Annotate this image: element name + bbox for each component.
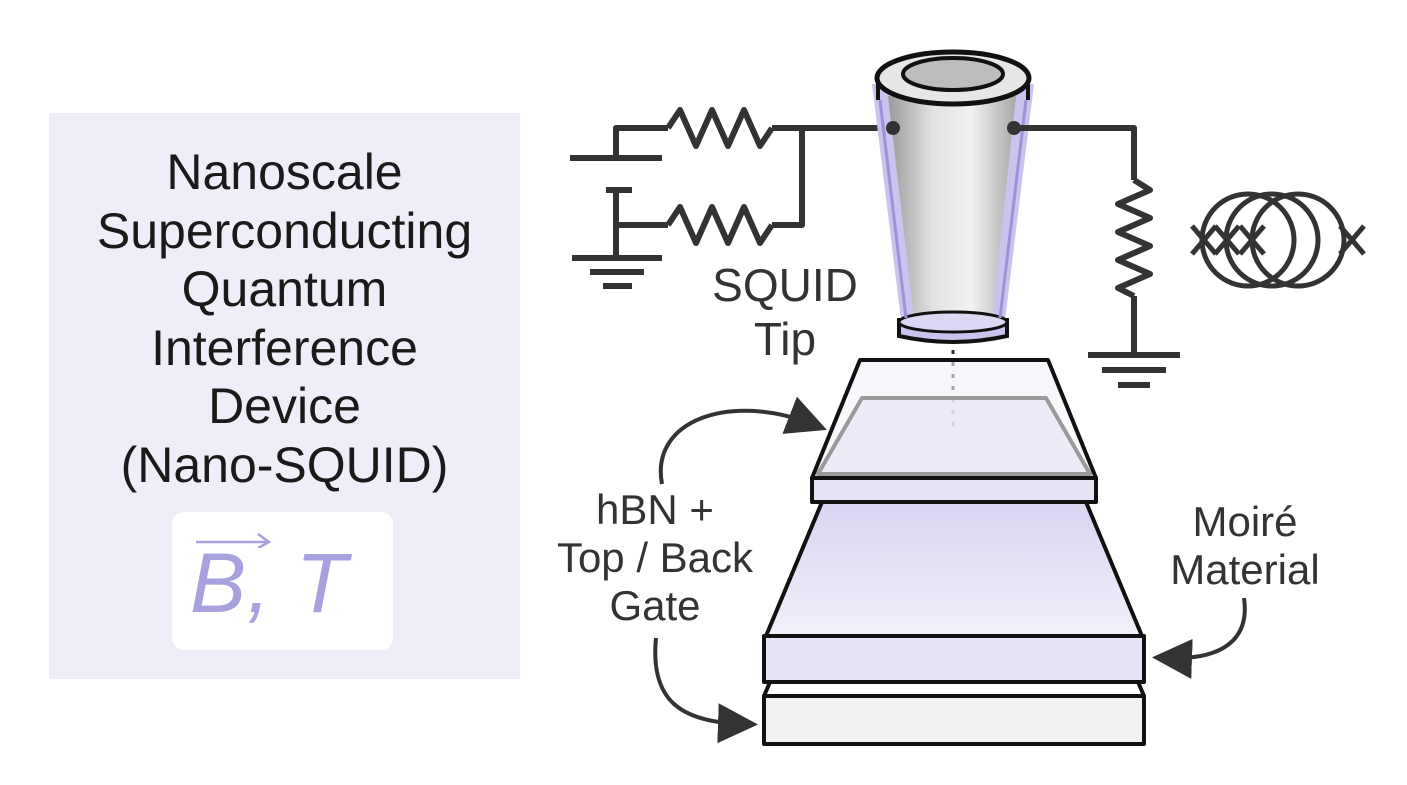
squid-loop-icon <box>1190 191 1366 289</box>
title-line: Superconducting <box>96 202 473 259</box>
readout-circuit <box>1014 125 1180 388</box>
title-line: (Nano-SQUID) <box>120 436 449 493</box>
arrow-to-hbn-top <box>658 396 827 485</box>
resistor-top <box>665 107 775 149</box>
arrow-to-moire <box>1152 597 1247 679</box>
field-symbol: B <box>190 536 248 630</box>
squid-tip-label: SQUID Tip <box>712 259 858 365</box>
title-line: Device <box>208 378 361 434</box>
hbn-top-layer-edge <box>810 476 1098 504</box>
tip-core <box>888 96 1016 318</box>
temperature-symbol: T <box>295 536 349 630</box>
resistor-vertical <box>1115 177 1153 299</box>
hbn-gate-label: hBN + Top / Back Gate <box>556 486 754 629</box>
separator: , <box>247 536 272 630</box>
moire-material-label: Moiré Material <box>1170 498 1320 593</box>
back-gate-layer <box>762 694 1146 746</box>
arrow-to-back-gate <box>653 637 758 744</box>
squid-tip <box>872 49 1034 344</box>
moire-layer-edge <box>762 634 1146 684</box>
resistor-bottom <box>665 204 775 246</box>
device-title: Nanoscale Superconducting Quantum Interf… <box>49 143 520 494</box>
moire-layer <box>764 500 1144 638</box>
title-line: Nanoscale <box>166 144 403 200</box>
bias-circuit <box>570 107 893 289</box>
annotation-arrows <box>653 396 1247 744</box>
vector-arrow-icon <box>196 532 272 548</box>
title-line: Interference <box>151 319 418 376</box>
sample-stack <box>762 358 1146 746</box>
info-panel: Nanoscale Superconducting Quantum Interf… <box>49 113 520 679</box>
parameter-symbols: B, T <box>190 538 348 628</box>
title-line: Quantum <box>181 261 388 317</box>
parameter-box: B, T <box>172 512 393 650</box>
